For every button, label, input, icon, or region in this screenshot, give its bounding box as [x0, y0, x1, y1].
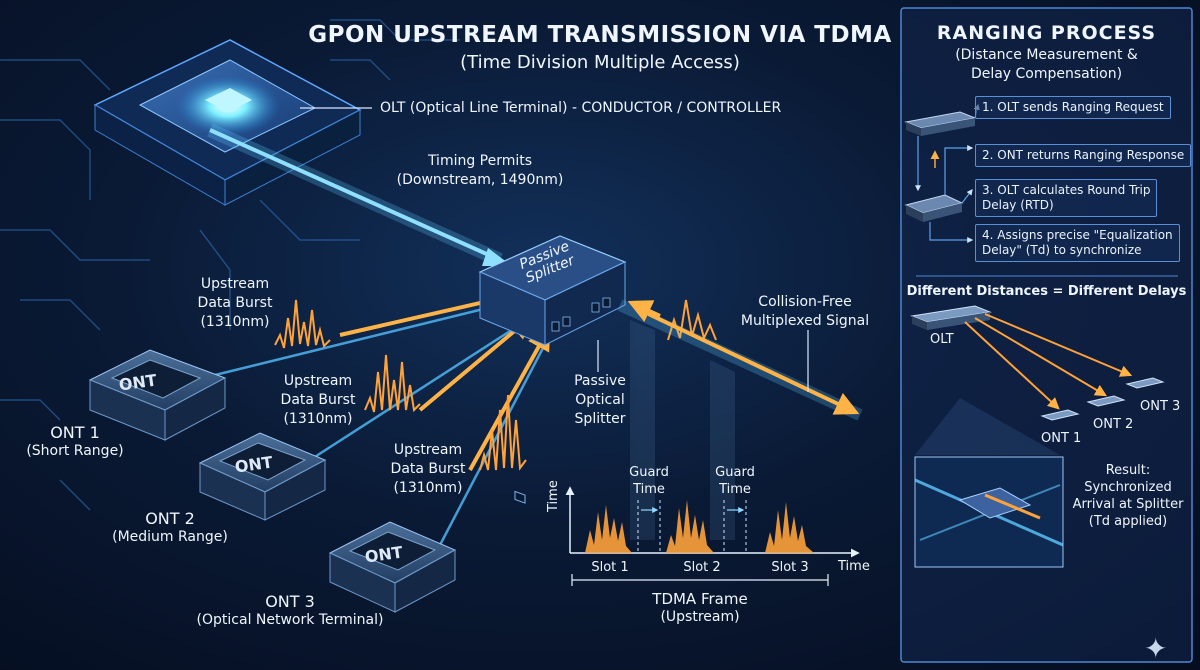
slot-1-label: Slot 1 [591, 560, 629, 575]
step-4-line2: Delay" (Td) to synchronize [982, 243, 1142, 257]
ont-1-device: ONT [88, 349, 227, 441]
ranging-devices [904, 111, 977, 222]
burst-label-2: Upstream Data Burst (1310nm) [268, 372, 368, 429]
guard-2-line2: Time [719, 482, 751, 497]
distance-ont-3-label: ONT 3 [1140, 399, 1181, 414]
slot-2-burst [666, 500, 714, 553]
slot-2-label: Slot 2 [683, 560, 721, 575]
ont-2-caption: ONT 2 (Medium Range) [100, 509, 240, 547]
splitter-callout: Passive Optical Splitter [555, 372, 645, 429]
downstream-label: Timing Permits (Downstream, 1490nm) [390, 152, 570, 190]
ranging-step-2: 2. ONT returns Ranging Response [975, 144, 1192, 167]
slot-beams [630, 320, 735, 540]
result-label: Result: Synchronized Arrival at Splitter… [1066, 462, 1190, 530]
result-line1: Result: [1105, 463, 1151, 478]
ont-3-caption: ONT 3 (Optical Network Terminal) [185, 592, 395, 630]
downstream-line1: Timing Permits [427, 153, 533, 169]
frame-bracket [571, 574, 829, 586]
result-line2: Synchronized [1084, 480, 1172, 495]
step-2-line1: 2. ONT returns Ranging Response [982, 148, 1185, 162]
burst-label-3: Upstream Data Burst (1310nm) [378, 441, 478, 498]
ont-2-device: ONT [198, 432, 327, 521]
ranging-step-4: 4. Assigns precise "Equalization Delay" … [975, 224, 1180, 262]
ranging-flow-lines [915, 103, 980, 243]
distance-diagram [910, 305, 1165, 568]
distance-olt-label: OLT [930, 332, 954, 347]
guard-1-line2: Time [633, 482, 665, 497]
burst-2-line1: Upstream [283, 373, 353, 389]
downstream-fiber [207, 123, 512, 267]
splitter-callout-line2: Optical [575, 392, 625, 408]
ranging-title: RANGING PROCESS [936, 22, 1157, 44]
tdma-y-label: Time [546, 480, 561, 512]
guard-markers [637, 500, 747, 553]
output-fiber [617, 299, 863, 421]
frame-line2: (Upstream) [660, 609, 740, 625]
distances-title: Different Distances = Different Delays [906, 284, 1187, 299]
burst-3-line2: Data Burst [390, 461, 466, 477]
ont-3-device: ONT [328, 521, 457, 613]
page-title: GPON UPSTREAM TRANSMISSION VIA TDMA [308, 22, 892, 48]
slot-1-burst [585, 505, 632, 553]
ont-3-range: (Optical Network Terminal) [196, 612, 384, 628]
tdma-bursts [585, 500, 814, 553]
output-line2: Multiplexed Signal [740, 313, 870, 329]
guard-1-line1: Guard [629, 465, 669, 480]
result-line3: Arrival at Splitter [1072, 497, 1184, 512]
step-3-line2: Delay (RTD) [982, 198, 1054, 212]
burst-1-line2: Data Burst [197, 295, 273, 311]
burst-2-line2: Data Burst [280, 392, 356, 408]
guard-time-1-label: Guard Time [624, 464, 674, 498]
sparkle-icon: ✦ [1144, 632, 1168, 665]
ont-1-caption: ONT 1 (Short Range) [10, 423, 140, 461]
circuit-traces [0, 19, 460, 511]
step-1-line1: 1. OLT sends Ranging Request [982, 100, 1164, 114]
step-3-line1: 3. OLT calculates Round Trip [982, 183, 1151, 197]
step-4-line1: 4. Assigns precise "Equalization [982, 228, 1173, 242]
ranging-subtitle-line2: Delay Compensation) [970, 66, 1123, 82]
burst-3-line1: Upstream [393, 442, 463, 458]
ont-2-name: ONT 2 [145, 509, 195, 528]
burst-1-line1: Upstream [200, 276, 270, 292]
guard-time-2-label: Guard Time [710, 464, 760, 498]
ont-2-range: (Medium Range) [112, 529, 228, 545]
slot-3-label: Slot 3 [771, 560, 809, 575]
ranging-subtitle-line1: (Distance Measurement & [955, 47, 1138, 63]
output-line1: Collision-Free [758, 294, 852, 310]
ranging-step-1: 1. OLT sends Ranging Request [975, 96, 1171, 119]
splitter-callout-line1: Passive [574, 373, 626, 389]
splitter-callout-line3: Splitter [574, 411, 626, 427]
leader-lines [300, 107, 809, 392]
passive-splitter-box [478, 235, 627, 504]
olt-chip [93, 39, 362, 206]
tdma-x-label: Time [838, 559, 870, 574]
burst-1-line3: (1310nm) [200, 314, 270, 330]
distance-ont-2-label: ONT 2 [1093, 417, 1134, 432]
ranging-subtitle: (Distance Measurement & Delay Compensati… [901, 46, 1192, 84]
downstream-line2: (Downstream, 1490nm) [396, 172, 564, 188]
olt-label: OLT (Optical Line Terminal) - CONDUCTOR … [380, 100, 782, 116]
burst-label-1: Upstream Data Burst (1310nm) [185, 275, 285, 332]
ranging-step-3: 3. OLT calculates Round Trip Delay (RTD) [975, 179, 1158, 217]
guard-2-line1: Guard [715, 465, 755, 480]
tdma-frame-label: TDMA Frame (Upstream) [630, 590, 770, 627]
page-subtitle: (Time Division Multiple Access) [460, 52, 740, 73]
ont-1-range: (Short Range) [26, 443, 124, 459]
ont-3-name: ONT 3 [265, 592, 315, 611]
slot-3-burst [765, 502, 814, 553]
frame-line1: TDMA Frame [652, 590, 748, 608]
result-line4: (Td applied) [1088, 514, 1168, 529]
burst-3-line3: (1310nm) [393, 480, 463, 496]
burst-2-line3: (1310nm) [283, 411, 353, 427]
distance-ont-1-label: ONT 1 [1041, 431, 1082, 446]
ont-1-name: ONT 1 [50, 423, 100, 442]
tdma-chart [565, 486, 860, 586]
output-label: Collision-Free Multiplexed Signal [725, 293, 885, 331]
